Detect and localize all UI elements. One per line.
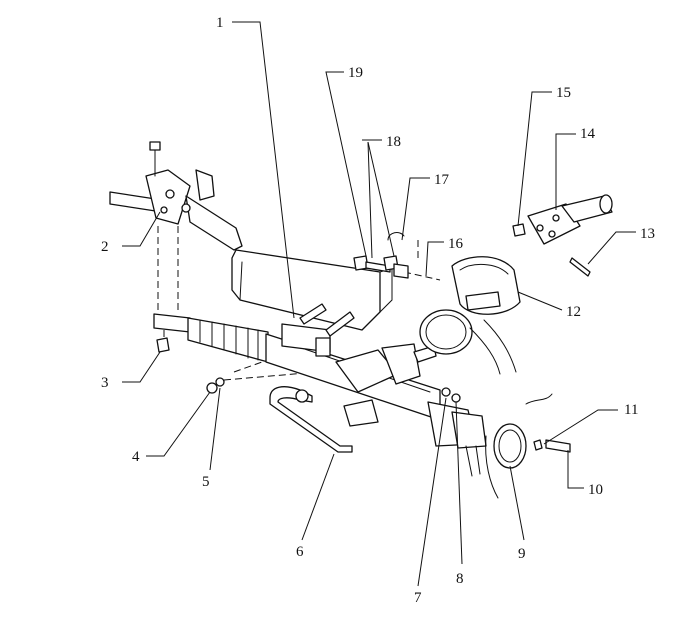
callout-19: 19 xyxy=(348,65,363,81)
steering-coupling xyxy=(512,194,613,277)
right-side-hardware xyxy=(441,387,571,499)
callout-12: 12 xyxy=(566,304,581,320)
upper-linkage-bracket xyxy=(109,141,243,251)
cover-and-seal xyxy=(419,256,521,375)
callout-10: 10 xyxy=(588,482,603,498)
callout-15: 15 xyxy=(556,85,571,101)
callout-7: 7 xyxy=(414,590,422,606)
mounting-bolts xyxy=(353,232,409,279)
callout-4: 4 xyxy=(132,449,140,465)
callout-16: 16 xyxy=(448,236,464,252)
callout-8: 8 xyxy=(456,571,464,587)
callout-3: 3 xyxy=(101,375,109,391)
callout-labels: 1 2 3 4 5 6 7 8 9 10 11 12 13 14 15 16 1… xyxy=(101,15,655,606)
callout-2: 2 xyxy=(101,239,109,255)
small-hardware xyxy=(156,337,225,394)
frame-silhouette xyxy=(231,249,393,331)
steering-rack-assembly xyxy=(153,303,487,477)
callout-6: 6 xyxy=(296,544,304,560)
leader-lines xyxy=(122,21,636,587)
callout-11: 11 xyxy=(624,402,638,418)
return-hose xyxy=(269,386,353,453)
callout-14: 14 xyxy=(580,126,596,142)
callout-1: 1 xyxy=(216,15,224,31)
callout-13: 13 xyxy=(640,226,655,242)
callout-9: 9 xyxy=(518,546,526,562)
callout-17: 17 xyxy=(434,172,450,188)
callout-18: 18 xyxy=(386,134,401,150)
callout-5: 5 xyxy=(202,474,210,490)
